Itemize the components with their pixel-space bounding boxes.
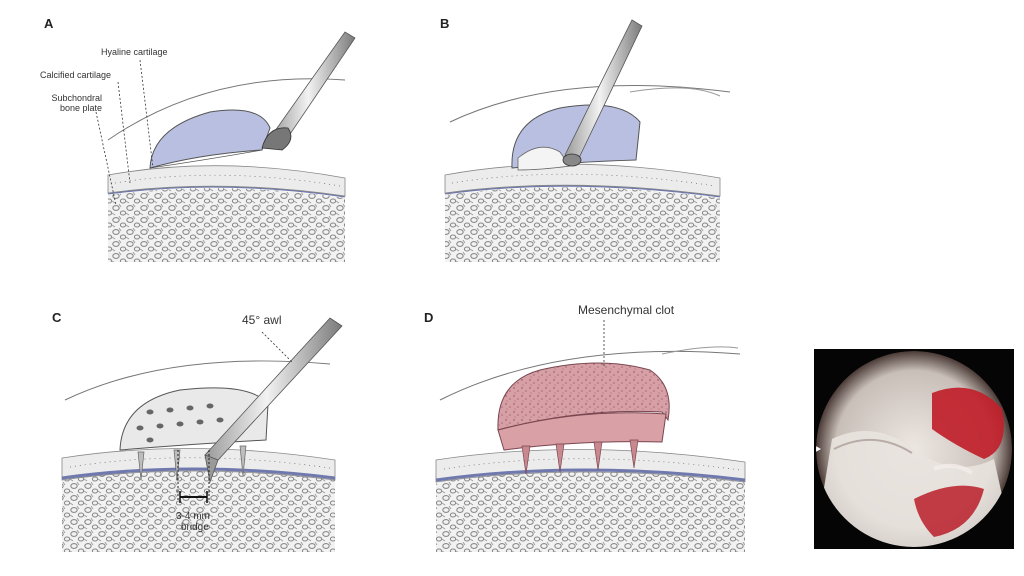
subchondral-bone-plate-label: Subchondral bone plate [51, 93, 102, 113]
panel-d-illustration [435, 320, 746, 552]
panel-c-illustration [61, 317, 343, 552]
panel-c: C 45° awl [0, 290, 360, 570]
panel-b: B [400, 0, 760, 280]
panel-b-label: B [440, 16, 450, 31]
defect-region [149, 109, 271, 169]
panel-d: D Mesenchymal clot [400, 290, 780, 570]
bridge-size-label: 3-4 mm [176, 511, 210, 522]
bridge-label: bridge [181, 522, 209, 533]
mesenchymal-clot [497, 362, 670, 431]
bone-region [108, 188, 345, 262]
panel-a: A Hyaline cartilage Calcified cartilage … [0, 0, 360, 280]
panel-a-label: A [44, 16, 54, 31]
panel-d-label: D [424, 310, 434, 325]
mesenchymal-clot-label: Mesenchymal clot [578, 303, 675, 317]
blood-region [932, 387, 1004, 459]
panel-a-illustration [95, 31, 356, 262]
panel-b-illustration [444, 19, 731, 262]
hyaline-cartilage-label: Hyaline cartilage [101, 47, 168, 57]
panel-c-label: C [52, 310, 62, 325]
awl-label: 45° awl [242, 313, 282, 327]
arthroscopic-view [814, 349, 1014, 549]
arthroscopic-photo [814, 349, 1014, 549]
cartilage-layer [107, 165, 346, 197]
calcified-cartilage-label: Calcified cartilage [40, 70, 112, 80]
